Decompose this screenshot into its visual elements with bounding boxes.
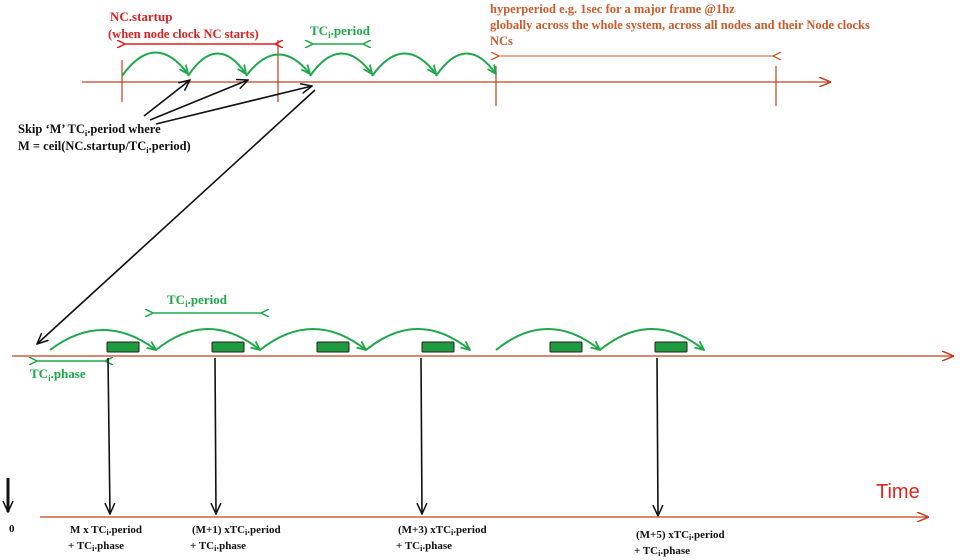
skip-arrow-1 — [143, 80, 190, 117]
skip-line-2: M = ceil(NC.startup/TCi.period) — [18, 139, 191, 155]
projection-arrow-1 — [108, 357, 110, 514]
skip-arrow-3 — [155, 86, 312, 125]
mark-3-line-1: (M+3) xTCi.period — [398, 524, 487, 537]
mid-arc-4 — [365, 328, 470, 350]
hyperperiod-line-3: NCs — [490, 34, 513, 48]
task-block-2 — [211, 341, 245, 353]
mark-4-line-2: + TCi.phase — [634, 545, 690, 558]
top-arc-1 — [121, 51, 188, 77]
top-arc-2 — [187, 52, 246, 77]
skip-arrows — [37, 80, 316, 344]
mark-3-line-2: + TCi.phase — [396, 540, 452, 553]
phase-label: TCi.phase — [30, 366, 86, 383]
mark-2-line-1: (M+1) xTCi.period — [192, 524, 281, 537]
skip-line-1: Skip ‘M’ TCi.period where — [18, 122, 161, 138]
mark-2-line-2: + TCi.phase — [190, 540, 246, 553]
mid-arc-6 — [599, 328, 704, 350]
task-blocks — [106, 341, 688, 353]
hyperperiod-line-1: hyperperiod e.g. 1sec for a major frame … — [490, 2, 735, 16]
mid-arc-1 — [49, 329, 156, 350]
top-period-label: TCi.period — [310, 23, 371, 40]
time-label: Time — [876, 481, 920, 503]
top-arc-3 — [245, 53, 310, 77]
zero-label: 0 — [9, 523, 15, 535]
task-block-1 — [106, 341, 140, 353]
top-arc-5 — [371, 52, 436, 77]
nc-startup-note: (when node clock NC starts) — [108, 27, 259, 41]
top-arc-4 — [309, 52, 372, 77]
task-block-6 — [654, 341, 688, 353]
mid-arc-5 — [495, 328, 600, 350]
mid-arc-3 — [259, 328, 366, 350]
mid-arc-2 — [155, 328, 260, 350]
task-block-3 — [316, 341, 350, 353]
task-block-4 — [421, 341, 455, 353]
task-block-5 — [549, 341, 583, 353]
mark-1-line-1: M x TCi.period — [70, 524, 142, 537]
top-period-arcs — [121, 51, 496, 77]
projection-arrows — [108, 357, 658, 516]
projection-arrow-4 — [657, 357, 658, 516]
nc-startup-label: NC.startup — [110, 9, 172, 24]
mark-1-line-2: + TCi.phase — [68, 540, 124, 553]
hyperperiod-line-2: globally across the whole system, across… — [490, 18, 870, 32]
mark-4-line-1: (M+5) xTCi.period — [636, 529, 725, 542]
projection-arrow-2 — [215, 357, 216, 514]
middle-period-label: TCi.period — [167, 292, 228, 309]
top-arc-6 — [435, 52, 496, 77]
projection-arrow-3 — [421, 357, 422, 514]
skip-arrow-2 — [149, 80, 248, 121]
middle-period-arcs — [49, 328, 704, 350]
skip-arrow-long — [37, 89, 316, 344]
